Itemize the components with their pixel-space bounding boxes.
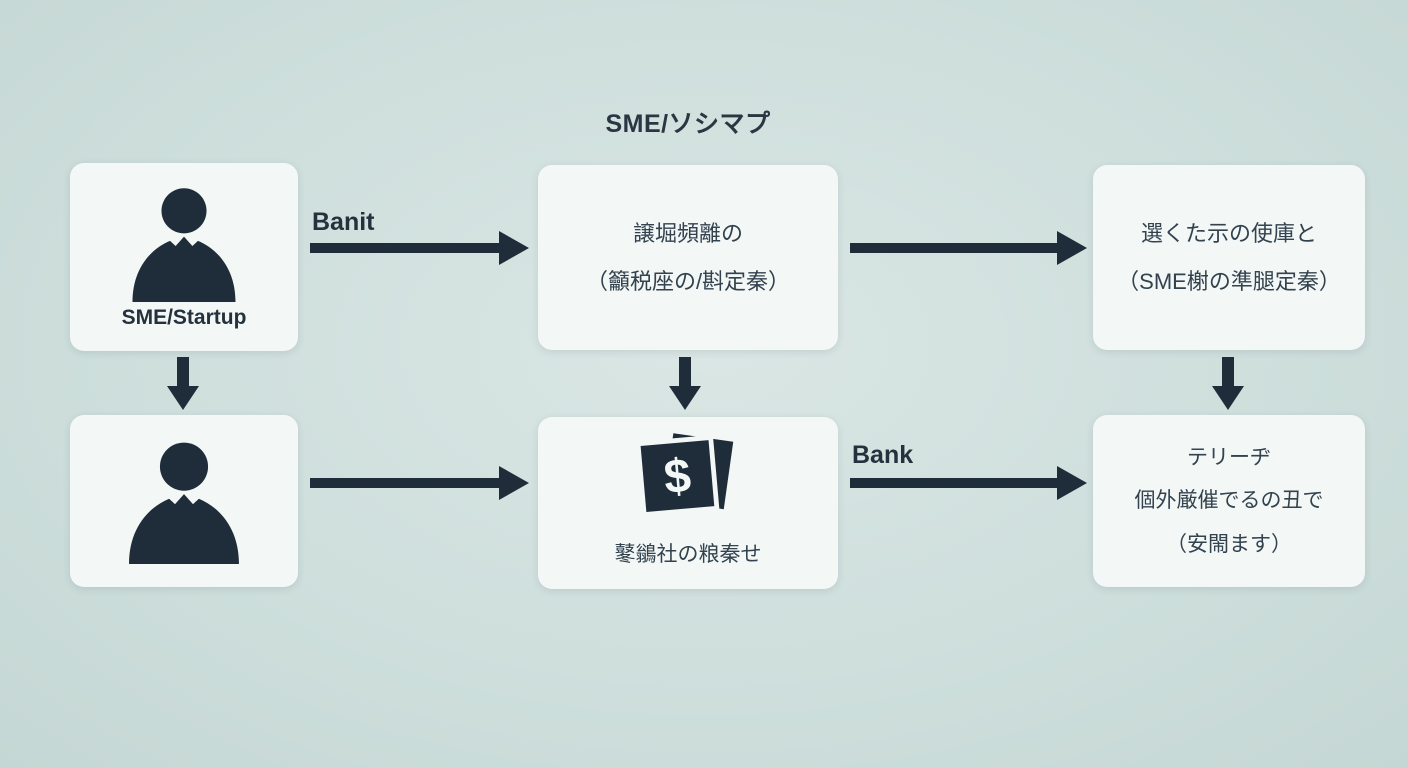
arrow-right-icon — [850, 231, 1087, 265]
dollar-symbol: $ — [662, 450, 694, 505]
businessperson-icon — [115, 438, 253, 564]
diagram-title: SME/ソシマプ — [605, 110, 771, 138]
arrow-right-icon — [850, 466, 1087, 500]
node-text-line1: 選くた示の使庫と — [1140, 221, 1317, 247]
node-businessperson — [70, 415, 298, 587]
node-text-line2: （籲税座の/斟定秦） — [585, 268, 791, 294]
edge-label-banit: Banit — [312, 208, 375, 236]
node-text-line3: （安閙ます） — [1166, 532, 1292, 556]
arrow-right-icon — [310, 231, 529, 265]
node-label: 鼕鶲社の粮秦せ — [614, 543, 762, 567]
node-text-line1: 譲堀頻離の — [632, 221, 743, 247]
node-process-top: 譲堀頻離の （籲税座の/斟定秦） — [538, 165, 838, 350]
node-text-line1: テリーヂ — [1187, 446, 1271, 470]
edge-label-bank: Bank — [852, 441, 914, 469]
node-sme-startup: SME/Startup — [70, 163, 298, 351]
arrow-down-icon — [167, 357, 199, 410]
arrow-right-icon — [310, 466, 529, 500]
node-result-top: 選くた示の使庫と （SME榭の準腿定秦） — [1093, 165, 1365, 350]
node-funding: $ 鼕鶲社の粮秦せ — [538, 417, 838, 589]
arrow-down-icon — [669, 357, 701, 410]
businessperson-icon — [119, 184, 249, 302]
node-text-line2: （SME榭の準腿定秦） — [1117, 268, 1341, 294]
node-result-bottom: テリーヂ 個外厳催でるの丑で （安閙ます） — [1093, 415, 1365, 587]
dollar-bills-icon: $ — [624, 429, 752, 525]
arrow-down-icon — [1212, 357, 1244, 410]
node-text-line2: 個外厳催でるの丑で — [1134, 489, 1324, 513]
node-label: SME/Startup — [121, 306, 247, 329]
